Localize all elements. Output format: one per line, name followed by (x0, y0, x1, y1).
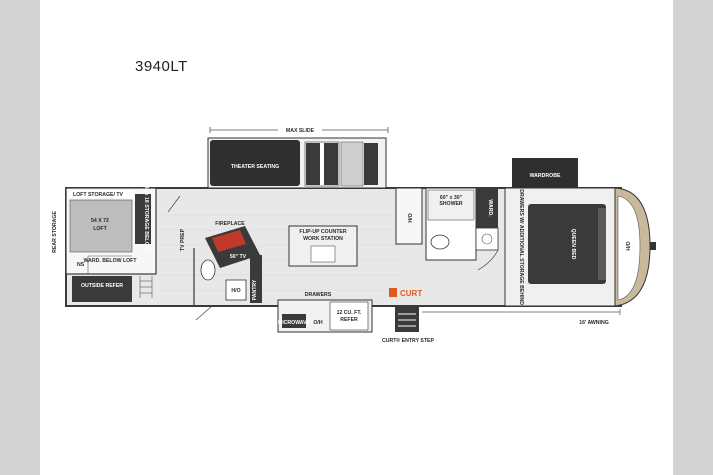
ward-below-loft-label: WARD. BELOW LOFT (83, 258, 137, 264)
model-name: 3940LT (135, 58, 188, 75)
theater-seating-label: THEATER SEATING (231, 164, 279, 170)
storage-cabinet-label: 36 x 18 STORAGE BELOW (143, 185, 149, 250)
max-slide-indicator: MAX SLIDE (209, 126, 389, 134)
ward-label: WARD. (487, 199, 493, 217)
door-swings (167, 195, 499, 321)
microwave-icon (282, 314, 306, 328)
entry-step: CURT® ENTRY STEP (382, 306, 435, 344)
refer-label: REFER (340, 317, 358, 323)
front-cap: O/H (614, 187, 656, 307)
outside-refer: OUTSIDE REFER (72, 276, 132, 302)
queen-bed (528, 204, 606, 284)
hitch-pin (650, 242, 656, 250)
oh-front-label: O/H (624, 241, 630, 250)
sink-icon (481, 233, 493, 245)
wardrobe-slide: WARDROBE (512, 158, 578, 188)
toilet-icon (430, 234, 450, 250)
max-slide-label: MAX SLIDE (286, 128, 315, 134)
drawers-storage-label: 2 DRAWERS W/ ADDITIONAL STORAGE BEHIND (518, 185, 524, 305)
curt-logo: CURT (389, 288, 422, 298)
drawers-label: DRAWERS (305, 292, 332, 298)
flip-up-counter-label: FLIP-UP COUNTER (299, 229, 346, 235)
fireplace: FIREPLACE 50" TV (205, 221, 260, 268)
entry-step-label: CURT® ENTRY STEP (382, 337, 434, 344)
work-station-label: WORK STATION (303, 236, 343, 242)
wardrobe-label: WARDROBE (530, 173, 561, 179)
ho-right-label: H/O (408, 213, 414, 222)
ho-left-label: H/O (231, 288, 240, 294)
rear-storage-label: REAR STORAGE (52, 211, 58, 253)
pantry (250, 255, 262, 303)
pantry-label: PANTRY (252, 279, 258, 300)
microwave-label: MICROWAVE (278, 320, 311, 326)
curt-logo-text: CURT (400, 289, 422, 298)
sink-icon (225, 279, 247, 301)
loft-size-label: 54 X 72 (91, 218, 109, 224)
outside-refer-label: OUTSIDE REFER (81, 283, 123, 289)
queen-bed-label: QUEEN BED (570, 229, 576, 260)
awning-label: 16' AWNING (579, 320, 609, 326)
kitchen-slide: DRAWERS MICROWAVE O/H 12 CU. FT. REFER (277, 292, 373, 333)
loft-ladder (139, 276, 153, 298)
loft-area: LOFT STORAGE/ TV 54 X 72 LOFT 36 x 18 ST… (65, 185, 157, 275)
shower-label: SHOWER (439, 201, 463, 207)
tv-prep-label: TV PREP (180, 228, 186, 251)
tv-50-label: 50" TV (230, 254, 247, 260)
toilet-icon (200, 259, 216, 281)
loft-storage-label: LOFT STORAGE/ TV (73, 192, 124, 198)
shower-size-label: 60" x 30" (440, 195, 463, 201)
kitchen-island: FLIP-UP COUNTER WORK STATION (288, 225, 358, 267)
refer-size-label: 12 CU. FT. (337, 310, 362, 316)
ns-label: NS (77, 262, 85, 268)
front-bath: 60" x 30" SHOWER WARD. (425, 187, 499, 261)
sink-icon (310, 245, 336, 263)
hallway-cabinet (395, 187, 423, 245)
fire-icon (212, 230, 246, 252)
loft-label: LOFT (93, 226, 107, 232)
awning-indicator: 16' AWNING (422, 309, 621, 326)
bedroom: 2 DRAWERS W/ ADDITIONAL STORAGE BEHIND Q… (504, 185, 616, 307)
theater-slide: THEATER SEATING (207, 137, 387, 189)
floor-texture (160, 199, 400, 291)
fireplace-label: FIREPLACE (215, 221, 245, 227)
oh-label: O/H (313, 320, 322, 326)
rear-bath: H/O (193, 248, 247, 306)
